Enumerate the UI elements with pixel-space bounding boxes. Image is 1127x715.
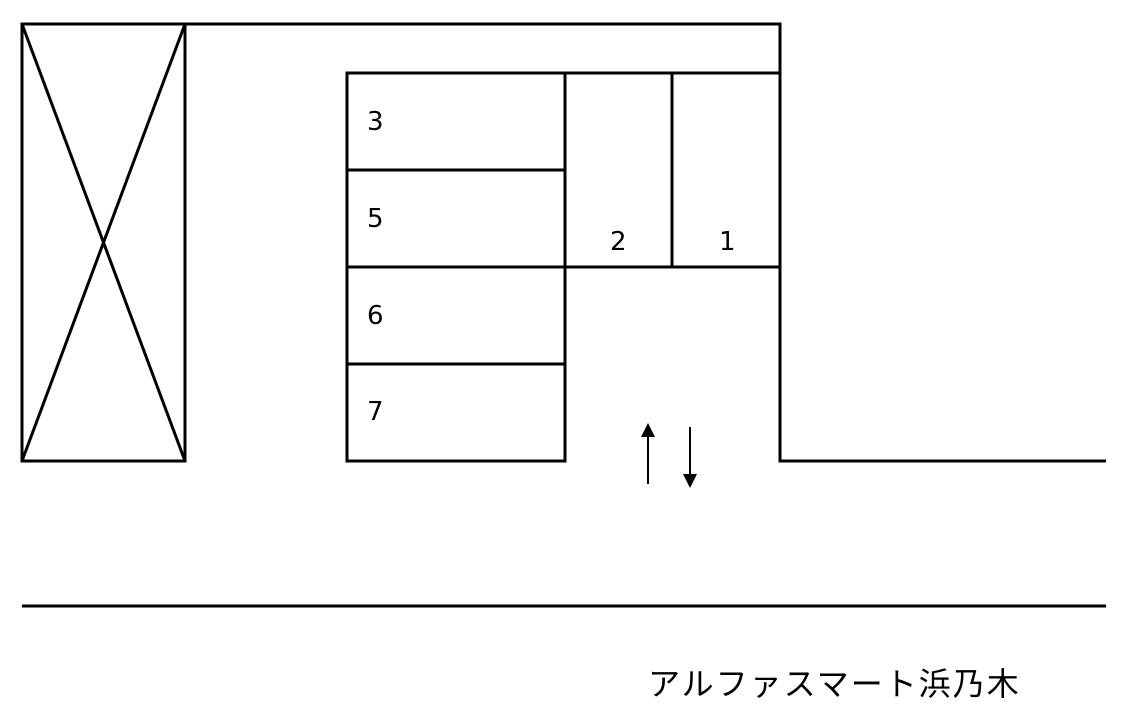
space-label-2: 2 xyxy=(610,227,627,257)
building-x-box xyxy=(20,22,187,463)
space-label-5: 5 xyxy=(367,204,384,234)
space-label-7: 7 xyxy=(367,397,384,427)
space-label-3: 3 xyxy=(367,107,384,137)
space-label-6: 6 xyxy=(367,301,384,331)
down-arrow-icon xyxy=(683,427,697,488)
up-arrow-icon xyxy=(641,423,655,484)
site-name: アルファスマート浜乃木 xyxy=(648,665,1021,703)
space-label-1: 1 xyxy=(719,227,736,257)
left-column-spaces xyxy=(345,71,780,463)
entrance-arrows xyxy=(641,423,697,488)
lot-boundary xyxy=(185,22,1106,463)
